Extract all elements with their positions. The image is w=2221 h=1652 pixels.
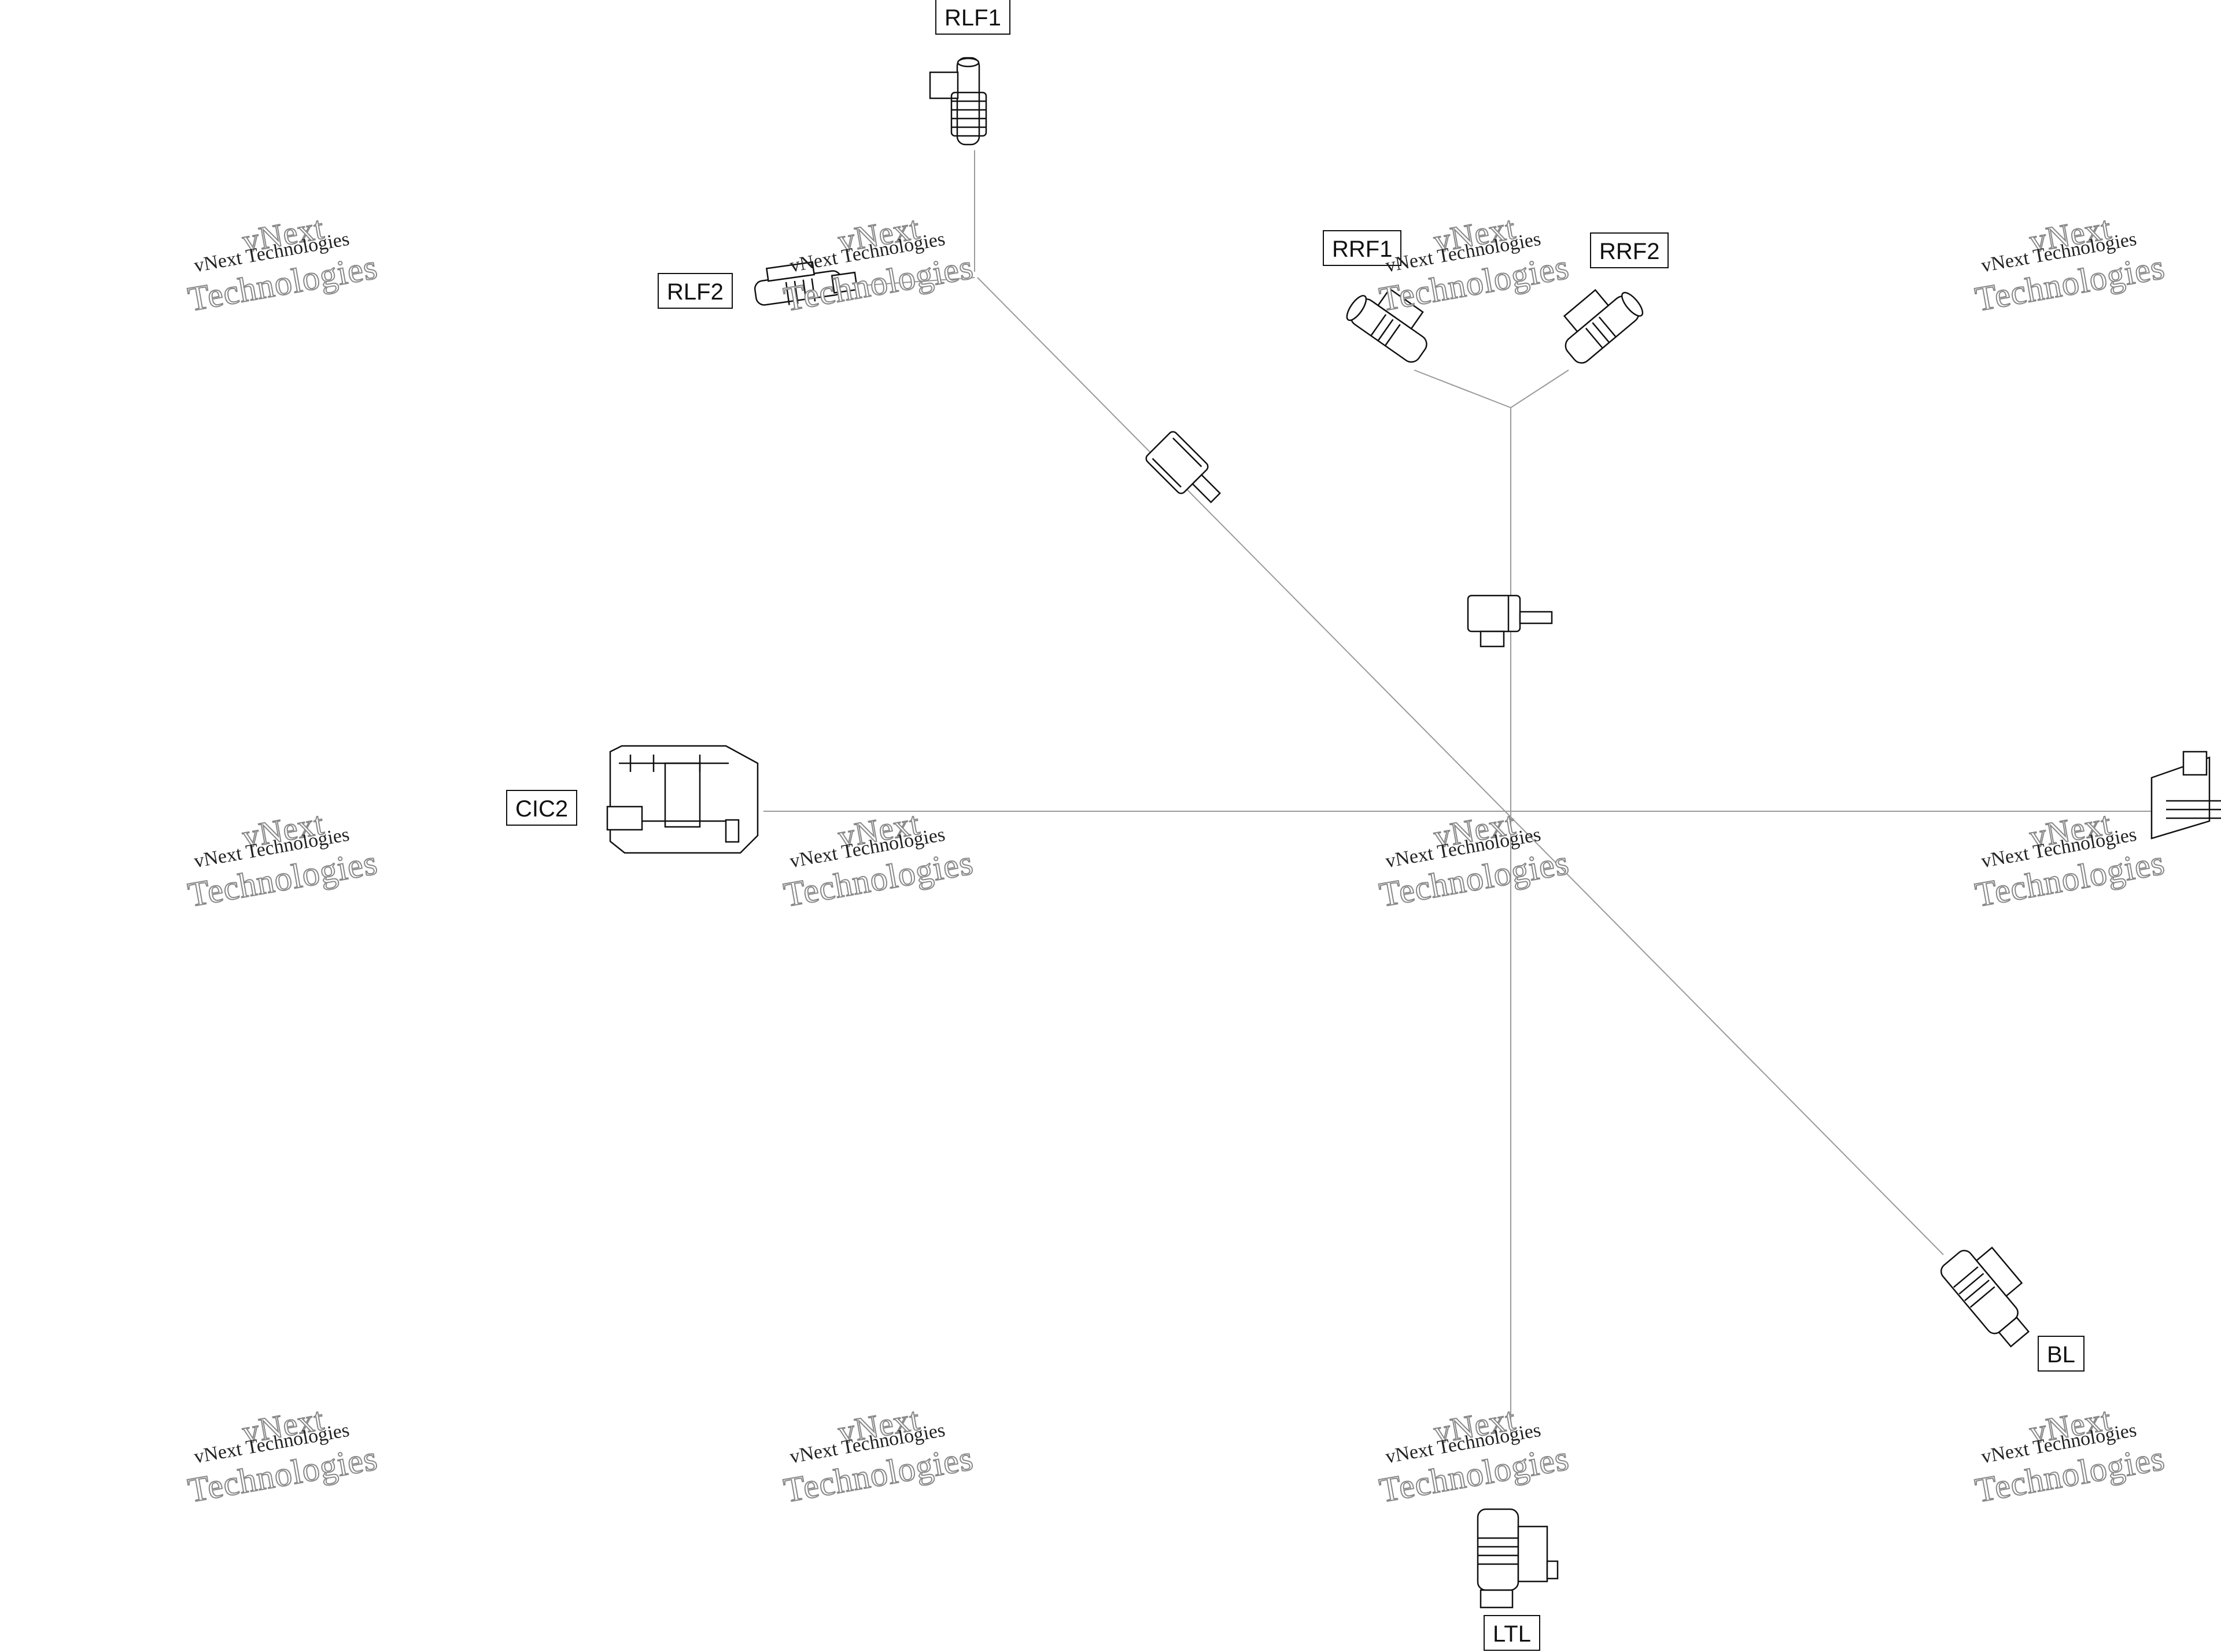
ltl-connector-drawing (1477, 1508, 1559, 1609)
wire-rrf1 (1414, 369, 1511, 408)
cic2-connector-drawing (606, 745, 759, 854)
rrf1-connector-drawing (1346, 287, 1427, 363)
connector-label-cic2: CIC2 (506, 790, 578, 826)
rrf2-connector-drawing (1563, 289, 1644, 364)
connector-label-bl: BL (2038, 1336, 2085, 1372)
inline-connector-diagonal-drawing (1145, 431, 1222, 504)
bl-connector-drawing (1940, 1246, 2030, 1348)
connector-label-ltl: LTL (1484, 1615, 1540, 1651)
wire-rrf2 (1510, 369, 1569, 408)
connector-label-rlf1: RLF1 (935, 0, 1010, 35)
right-edge-connector-drawing (2150, 751, 2221, 840)
rlf1-connector-drawing (929, 57, 987, 146)
wire-rlf2 (867, 277, 975, 286)
connector-label-rrf2: RRF2 (1590, 232, 1669, 268)
connector-label-rlf2: RLF2 (658, 273, 733, 309)
inline-connector-vertical-drawing (1467, 594, 1553, 648)
wire-diagonal (977, 277, 1944, 1255)
rlf2-connector-drawing (754, 261, 858, 306)
connector-label-rrf1: RRF1 (1323, 230, 1402, 266)
